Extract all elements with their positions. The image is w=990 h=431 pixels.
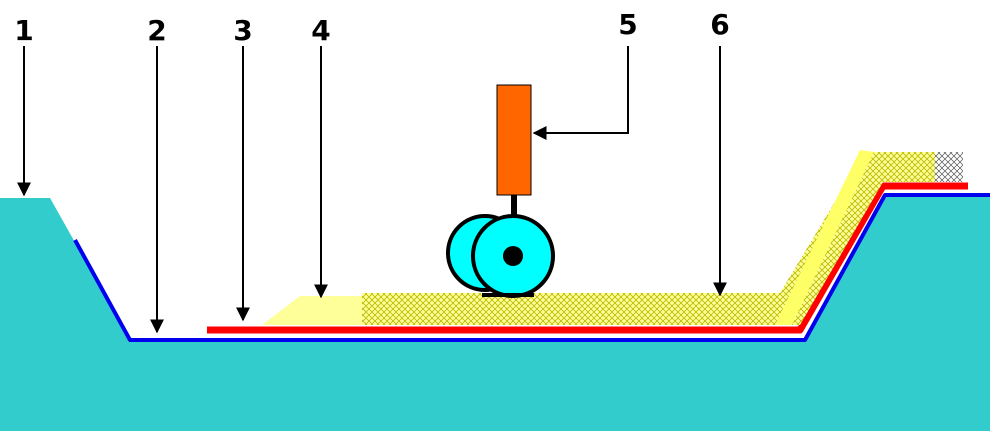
liner-line — [207, 182, 968, 334]
callout-arrow-5 — [532, 46, 629, 140]
compacted-layer-bottom — [362, 293, 780, 325]
machine-body — [496, 84, 532, 196]
ground-body — [0, 196, 990, 431]
callout-label-3: 3 — [233, 14, 252, 47]
membrane-line — [73, 193, 990, 342]
slope-fill-band — [775, 150, 874, 325]
callout-label-6: 6 — [710, 8, 729, 41]
callout-label-1: 1 — [14, 14, 33, 47]
callout-label-4: 4 — [311, 14, 330, 47]
compacted-layer-top — [935, 152, 963, 182]
roller-axle — [503, 246, 523, 266]
roller-base — [482, 293, 534, 297]
callout-label-5: 5 — [618, 8, 637, 41]
loose-fill-layer — [262, 296, 365, 325]
callout-label-2: 2 — [147, 14, 166, 47]
compacted-layer-slope — [780, 152, 935, 325]
